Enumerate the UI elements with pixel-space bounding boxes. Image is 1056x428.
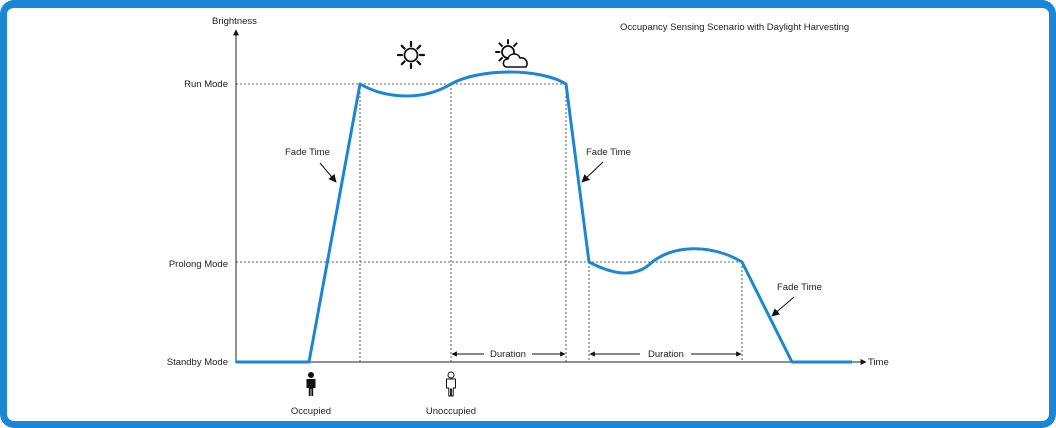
level-run-label: Run Mode xyxy=(184,79,228,90)
sun-icon xyxy=(396,40,426,70)
fade-time-arrow-1 xyxy=(319,162,337,183)
person-outline-icon xyxy=(446,371,456,397)
person-icon xyxy=(306,372,316,396)
fade-time-label-2: Fade Time xyxy=(586,147,631,158)
duration-2-label: Duration xyxy=(648,349,684,360)
fade-time-arrow-3 xyxy=(771,296,795,317)
unoccupied-label: Unoccupied xyxy=(426,406,476,417)
occupied-label: Occupied xyxy=(291,406,331,417)
fade-time-label-3: Fade Time xyxy=(777,282,822,293)
level-standby-label: Standby Mode xyxy=(167,357,228,368)
diagram-title: Occupancy Sensing Scenario with Daylight… xyxy=(620,22,849,33)
y-axis-label: Brightness xyxy=(212,16,257,27)
brightness-curve xyxy=(236,70,852,364)
x-axis-label: Time xyxy=(868,357,889,368)
fade-time-label-1: Fade Time xyxy=(285,147,330,158)
partly-cloudy-icon xyxy=(495,39,528,68)
duration-1-label: Duration xyxy=(490,349,526,360)
level-prolong-label: Prolong Mode xyxy=(169,259,228,270)
fade-time-arrow-2 xyxy=(581,161,604,183)
